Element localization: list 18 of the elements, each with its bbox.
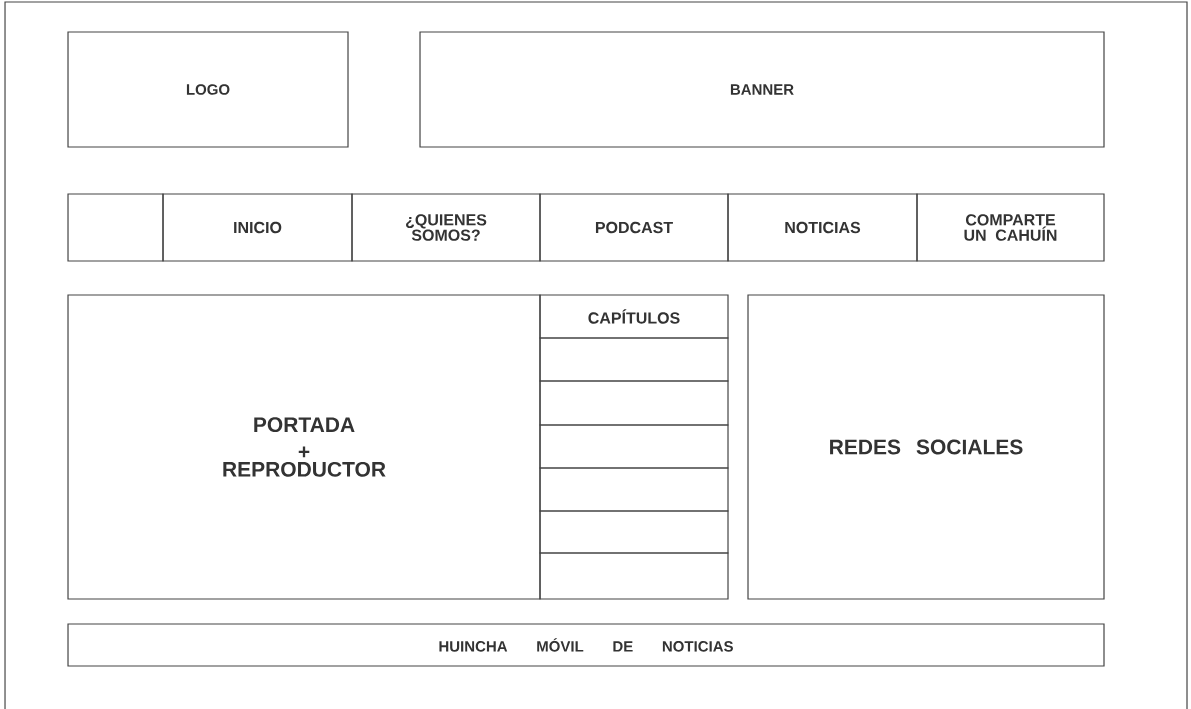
list-row — [539, 380, 729, 426]
list-row — [539, 424, 729, 469]
social-panel: REDES SOCIALES — [747, 294, 1105, 600]
list-row — [539, 552, 729, 600]
wireframe-box: LOGO — [67, 31, 349, 148]
menu-tab: INICIO — [162, 193, 353, 262]
list-row — [539, 510, 729, 554]
menu-tab: PODCAST — [539, 193, 729, 262]
player-panel: PORTADA + REPRODUCTOR — [67, 294, 541, 600]
menu-tab: ¿QUIENES SOMOS? — [351, 193, 541, 262]
wireframe-box: BANNER — [419, 31, 1105, 148]
menu-tab: NOTICIAS — [727, 193, 918, 262]
list-row — [539, 467, 729, 512]
list-row — [539, 337, 729, 382]
list-header: CAPÍTULOS — [539, 294, 729, 339]
menu-tab — [67, 193, 164, 262]
news-ticker-bar: HUINCHA MÓVIL DE NOTICIAS — [67, 623, 1105, 667]
menu-tab: COMPARTE UN CAHUÍN — [916, 193, 1105, 262]
